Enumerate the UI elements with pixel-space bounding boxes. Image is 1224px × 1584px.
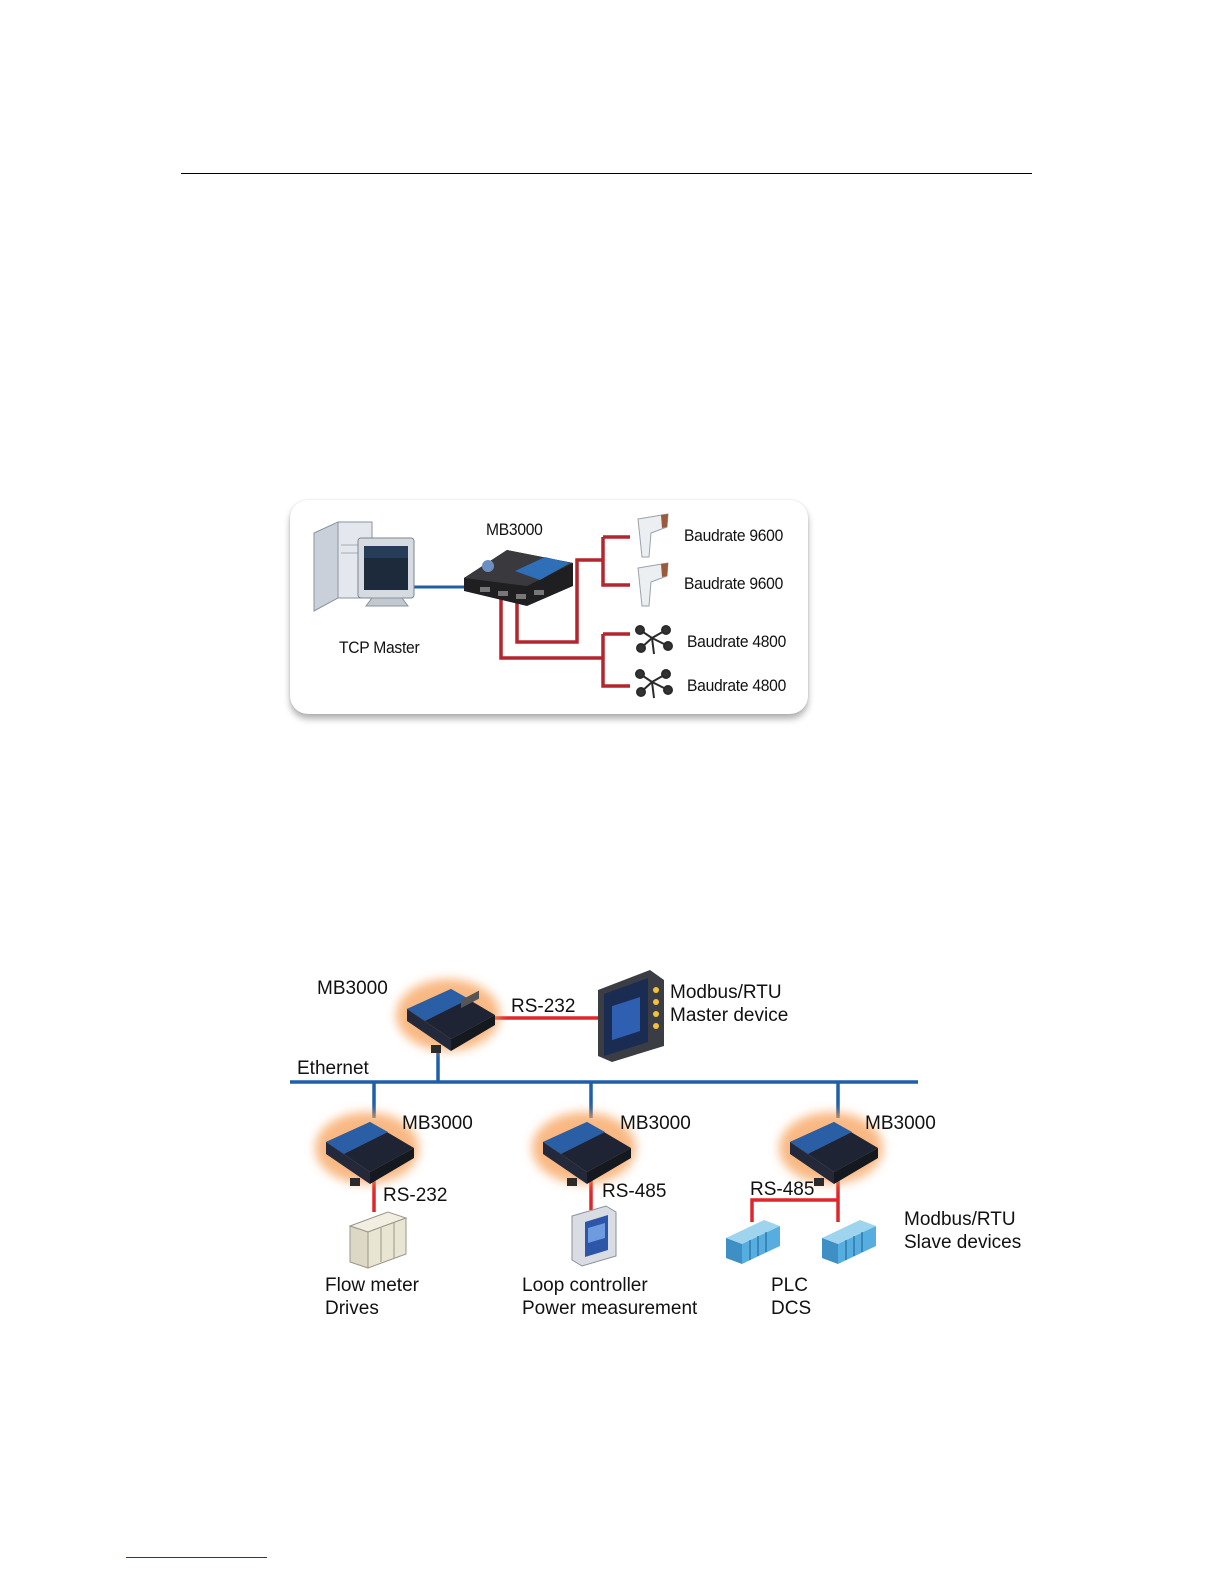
master-device-label-line2: Master device [670,1004,788,1027]
plc-rack-icon [822,1220,876,1264]
tcp-master-label: TCP Master [339,638,419,658]
plc-rack-icon [726,1220,780,1264]
device-label-line2: DCS [771,1297,811,1320]
link-label: RS-485 [750,1178,814,1201]
gateway-label: MB3000 [402,1112,473,1135]
hmi-panel-icon [598,970,664,1062]
slave-label: Baudrate 9600 [684,574,783,594]
device-label-line2: Power measurement [522,1297,697,1320]
footnote-rule [126,1557,267,1558]
flow-meter-icon [350,1212,406,1268]
slave-label: Baudrate 4800 [687,632,786,652]
slave-group-label-line2: Slave devices [904,1231,1021,1254]
ethernet-backbone [290,1050,918,1118]
gateway-label: MB3000 [865,1112,936,1135]
device-label-line1: Flow meter [325,1274,419,1297]
gateway-label: MB3000 [620,1112,691,1135]
top-link-label: RS-232 [511,995,575,1018]
device-label-line2: Drives [325,1297,379,1320]
header-rule [181,173,1032,174]
link-label: RS-485 [602,1180,666,1203]
slave-label: Baudrate 9600 [684,526,783,546]
link-label: RS-232 [383,1184,447,1207]
loop-controller-icon [572,1206,616,1266]
top-gateway-label: MB3000 [317,977,388,1000]
device-label-line1: PLC [771,1274,808,1297]
slave-label: Baudrate 4800 [687,676,786,696]
mb3000-gateway-icon [396,979,500,1053]
master-device-label-line1: Modbus/RTU [670,981,782,1004]
slave-group-label-line1: Modbus/RTU [904,1208,1016,1231]
ethernet-label: Ethernet [297,1057,369,1080]
diagram1-gateway-label: MB3000 [486,520,543,540]
device-label-line1: Loop controller [522,1274,648,1297]
